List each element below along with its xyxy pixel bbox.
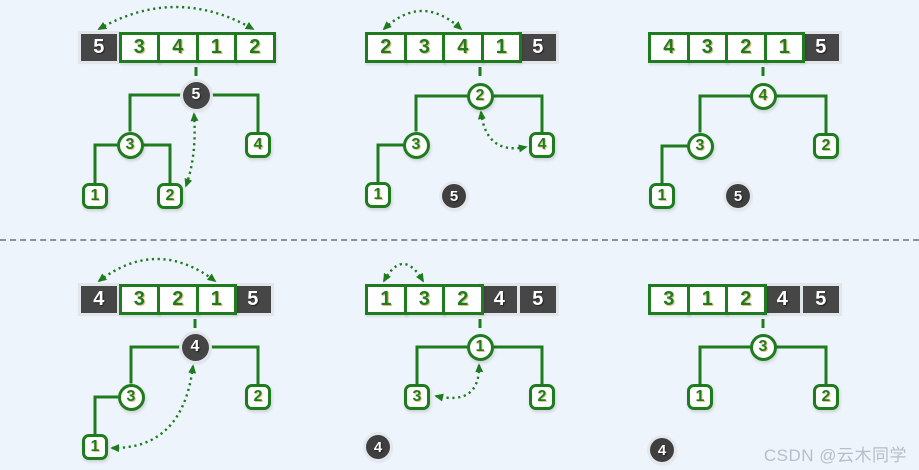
array-cell: 1 [195,32,237,63]
array-cell: 2 [234,32,276,63]
tree-edge [143,143,172,183]
tree-edge [698,94,750,133]
tree-node: 2 [529,384,555,410]
array-cell: 2 [365,32,407,63]
array-cell-sorted: 5 [803,34,839,61]
array-cell: 1 [480,32,522,63]
array-cell: 3 [403,284,445,315]
removed-node: 5 [726,184,750,208]
array-cell: 3 [648,284,690,315]
tree-node: 3 [686,132,714,160]
array-cell-sorted: 5 [803,286,839,313]
tree-node: 1 [82,183,108,209]
array-cell: 3 [686,32,728,63]
tree-swap-arrow [434,363,484,402]
array-cell: 4 [442,32,484,63]
tree-edge [209,93,260,132]
removed-node: 4 [366,435,390,459]
array-cell: 1 [686,284,728,315]
tree-edge [93,395,118,434]
tree-node: 4 [181,333,209,361]
tree-edge [376,143,403,182]
tree-edge [414,94,467,132]
tree-edge [93,143,117,183]
array-cell: 1 [365,284,407,315]
array-cell: 3 [403,32,445,63]
tree-edge [129,345,182,384]
array-cell: 1 [763,32,805,63]
array-cell: 4 [157,32,199,63]
tree-node: 4 [245,132,271,158]
array-cell: 2 [725,284,767,315]
tree-node: 2 [813,384,839,410]
array-cell-sorted: 5 [520,286,556,313]
array-cell-sorted: 5 [520,34,556,61]
tree-node: 3 [117,383,145,411]
tree-node: 4 [749,82,777,110]
array-cell-sorted: 4 [81,286,117,313]
tree-node: 5 [182,81,210,109]
tree-node: 3 [404,384,430,410]
tree-edge [493,345,544,384]
tree-edge [208,345,260,384]
array-cell: 2 [157,284,199,315]
watermark: CSDN @云木同学 [763,446,907,465]
array-cell-sorted: 4 [481,286,517,313]
tree-node: 4 [529,132,555,158]
tree-edge [493,94,544,132]
array-cell: 4 [648,32,690,63]
row-divider [0,239,919,241]
tree-node: 1 [687,384,713,410]
removed-node: 4 [650,438,674,462]
array-swap-arc [382,9,463,31]
tree-edge [776,94,828,133]
tree-edge [415,345,467,384]
array-cell: 3 [118,32,160,63]
tree-node: 2 [466,82,494,110]
tree-edge [698,345,750,384]
tree-edge [128,93,183,132]
tree-node: 2 [813,133,839,159]
array-swap-arc [97,257,217,283]
tree-swap-arrow [184,112,199,188]
tree-node: 2 [245,384,271,410]
tree-node: 2 [157,183,183,209]
array-cell-sorted: 4 [764,286,800,313]
tree-node: 3 [402,131,430,159]
tree-swap-arrow [477,110,528,153]
tree-node: 1 [649,183,675,209]
array-cell: 1 [195,284,237,315]
tree-node: 1 [82,434,108,460]
array-cell: 2 [725,32,767,63]
tree-node: 1 [365,182,391,208]
array-cell: 2 [442,284,484,315]
array-cell-sorted: 5 [81,34,117,61]
tree-edge [660,144,687,183]
removed-node: 5 [442,184,466,208]
tree-node: 3 [749,333,777,361]
tree-edge [776,345,828,384]
tree-node: 1 [466,333,494,361]
array-swap-arc [382,263,425,283]
tree-node: 3 [116,131,144,159]
array-cell-sorted: 5 [235,286,271,313]
array-cell: 3 [118,284,160,315]
array-swap-arc [97,5,255,31]
